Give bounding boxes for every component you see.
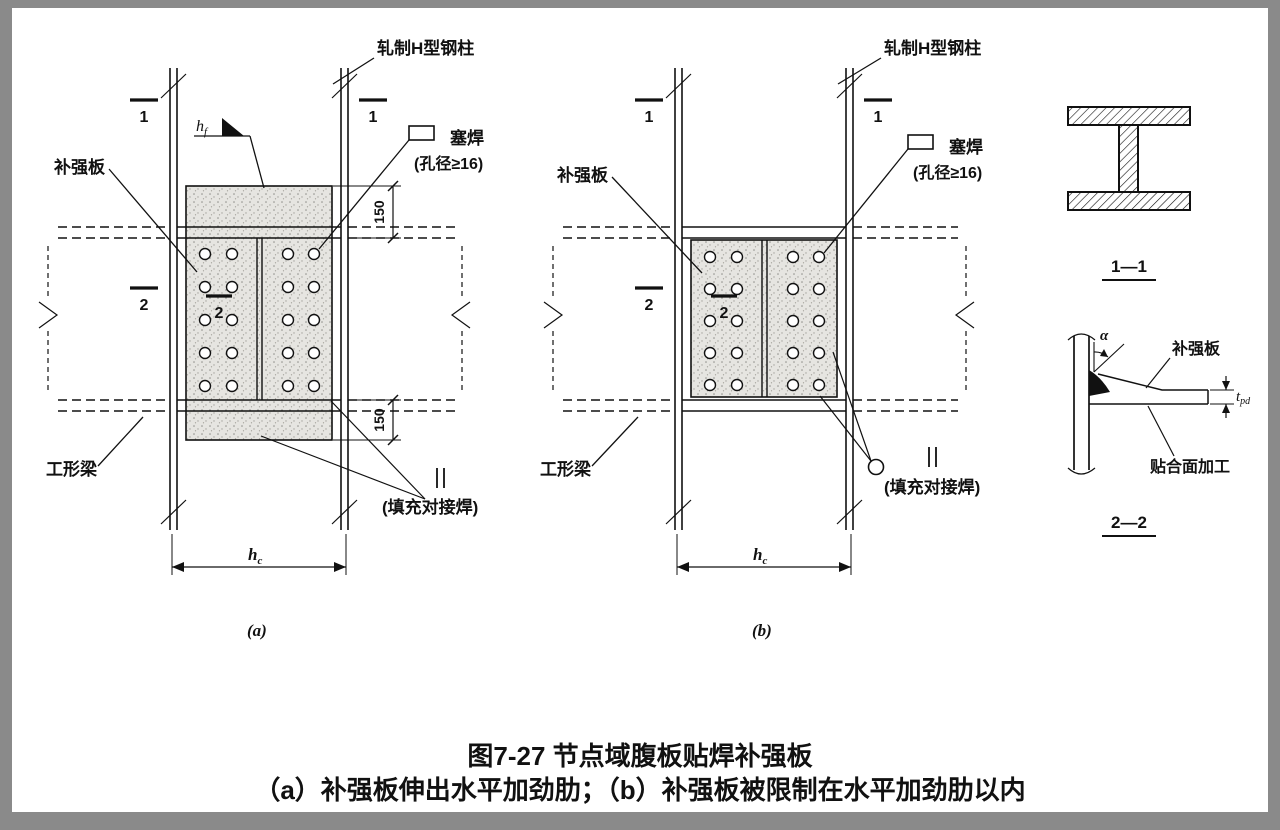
plug-weld-label-b: 塞焊 bbox=[949, 137, 983, 157]
weld-bead-icon bbox=[1089, 370, 1110, 396]
section-1-1-title: 1—1 bbox=[1111, 257, 1147, 276]
section-mark-2-b: 2 2 bbox=[635, 286, 737, 322]
dim-hc-b: hc bbox=[676, 534, 852, 575]
plug-weld-callout-a: 塞焊 (孔径≥16) bbox=[318, 125, 484, 250]
beam-break-symbol-right-a bbox=[450, 246, 471, 394]
i-section-bottom-flange bbox=[1067, 191, 1191, 211]
section-1-1: 1—1 bbox=[1067, 106, 1191, 281]
hc-main: h bbox=[753, 545, 762, 564]
angle-label: α bbox=[1100, 328, 1109, 344]
section-1-number: 1 bbox=[874, 109, 883, 126]
section-mark-2-a: 2 2 bbox=[130, 286, 232, 322]
section-1-number: 1 bbox=[645, 109, 654, 126]
stiffener-lines-b bbox=[682, 226, 846, 412]
leader-column-b bbox=[837, 57, 882, 85]
beam-break-symbol-right-b bbox=[954, 246, 975, 394]
beam-dashed-lines-b bbox=[563, 226, 958, 412]
leader-faying bbox=[1147, 405, 1175, 457]
beam-label-a: 工形梁 bbox=[46, 459, 98, 479]
leader-column-a bbox=[332, 57, 375, 85]
break-curve bbox=[1067, 467, 1096, 475]
i-section-web bbox=[1118, 124, 1139, 193]
tpd-sub: pd bbox=[1239, 396, 1251, 407]
reinforcement-plate-a bbox=[185, 185, 333, 441]
leader-plate-22 bbox=[1145, 357, 1171, 389]
plug-weld-holes-a bbox=[198, 247, 321, 393]
dim-150-bottom-a: 150 bbox=[333, 394, 401, 446]
dim-hc-value: hc bbox=[248, 545, 262, 567]
column-label-b: 轧制H型钢柱 bbox=[884, 38, 981, 58]
dim-150-top-a: 150 bbox=[333, 180, 401, 244]
break-curve bbox=[1067, 333, 1096, 341]
weld-size-label: hf bbox=[196, 118, 209, 138]
plate-top-edge bbox=[1097, 373, 1208, 391]
diagram-a: 1 1 2 2 hf 轧制H型钢柱 bbox=[38, 38, 484, 640]
i-section-top-flange bbox=[1067, 106, 1191, 126]
column-break-marks-b bbox=[665, 73, 863, 525]
dim-hc-a: hc bbox=[171, 534, 347, 575]
column-break-marks-a bbox=[160, 73, 358, 525]
beam-label-b: 工形梁 bbox=[540, 459, 592, 479]
fillet-weld-symbol-a: hf bbox=[194, 118, 265, 189]
beam-break-symbol-left-b bbox=[543, 246, 564, 394]
section-mark-1-b: 1 1 bbox=[635, 98, 892, 126]
plug-weld-symbol-icon bbox=[408, 125, 435, 141]
section-mark-1-a: 1 1 bbox=[130, 98, 387, 126]
sublabel-a: (a) bbox=[247, 621, 267, 640]
figure-caption-subtitle: （a）补强板伸出水平加劲肋；（b）补强板被限制在水平加劲肋以内 bbox=[254, 775, 1026, 805]
dim-150-top-value: 150 bbox=[371, 200, 387, 224]
diagram-b: 1 1 2 2 轧制H型钢柱 塞焊 (孔径≥16) 补强板 工形梁 bbox=[540, 38, 983, 640]
butt-weld-label-b: (填充对接焊) bbox=[884, 477, 980, 497]
dim-hc-value: hc bbox=[753, 545, 767, 567]
hc-main: h bbox=[248, 545, 257, 564]
plug-weld-note-b: (孔径≥16) bbox=[913, 163, 982, 182]
section-2-2-title: 2—2 bbox=[1111, 513, 1147, 532]
dim-tpd-value: tpd bbox=[1236, 389, 1251, 407]
weld-size-sub: f bbox=[204, 126, 209, 138]
stiffener-lines-a bbox=[177, 226, 341, 412]
section-2-number: 2 bbox=[140, 297, 149, 314]
reinforce-plate-label-22: 补强板 bbox=[1171, 339, 1221, 358]
reinforcement-plate-b bbox=[690, 239, 838, 398]
section-2-number: 2 bbox=[645, 297, 654, 314]
plug-weld-symbol-icon bbox=[907, 134, 934, 150]
sublabel-b: (b) bbox=[752, 621, 772, 640]
section-1-number: 1 bbox=[369, 109, 378, 126]
hc-sub: c bbox=[257, 555, 262, 567]
weld-triangle-icon bbox=[222, 118, 244, 136]
dim-tpd: tpd bbox=[1210, 376, 1251, 418]
section-2-number: 2 bbox=[215, 305, 224, 322]
plug-weld-label-a: 塞焊 bbox=[450, 128, 484, 148]
dim-150-bottom-value: 150 bbox=[371, 408, 387, 432]
weld-circle-marker-icon bbox=[867, 458, 885, 476]
leader-plate-b bbox=[611, 176, 703, 274]
section-1-number: 1 bbox=[140, 109, 149, 126]
beam-break-symbol-left-a bbox=[38, 246, 59, 394]
leader-beam-b bbox=[591, 416, 639, 467]
reinforce-plate-label-a: 补强板 bbox=[53, 157, 106, 177]
hc-sub: c bbox=[762, 555, 767, 567]
butt-weld-callout-a: (填充对接焊) bbox=[260, 400, 478, 517]
butt-weld-callout-b: (填充对接焊) bbox=[819, 351, 980, 497]
section-2-number: 2 bbox=[720, 305, 729, 322]
column-label-a: 轧制H型钢柱 bbox=[377, 38, 474, 58]
butt-weld-label-a: (填充对接焊) bbox=[382, 497, 478, 517]
faying-surface-label: 贴合面加工 bbox=[1150, 457, 1230, 476]
leader-plate-a bbox=[108, 168, 198, 273]
section-2-2: α 补强板 tpd 贴合面加工 2—2 bbox=[1067, 328, 1251, 537]
tpd-main: t bbox=[1236, 389, 1241, 405]
plug-weld-note-a: (孔径≥16) bbox=[414, 154, 483, 173]
plug-weld-callout-b: 塞焊 (孔径≥16) bbox=[823, 134, 983, 254]
reinforce-plate-label-b: 补强板 bbox=[556, 165, 609, 185]
weld-size-main: h bbox=[196, 118, 204, 135]
plug-weld-holes-b bbox=[703, 250, 826, 392]
leader-beam-a bbox=[97, 416, 144, 467]
bevel-angle bbox=[1093, 342, 1125, 373]
figure-caption-title: 图7-27 节点域腹板贴焊补强板 bbox=[467, 741, 813, 771]
column-a bbox=[160, 68, 358, 530]
column-b bbox=[665, 68, 863, 530]
